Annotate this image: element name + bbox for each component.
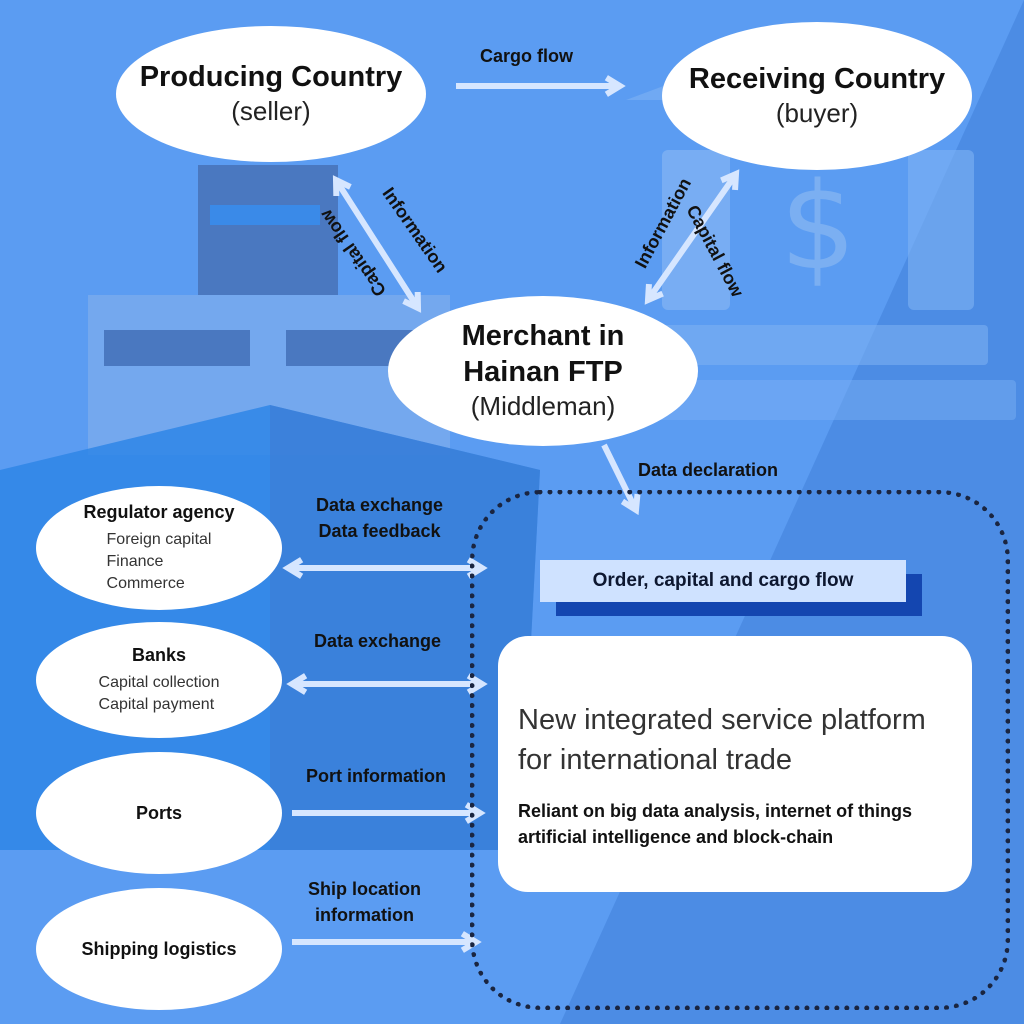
shipping-data-arrow	[292, 931, 482, 953]
producing-merchant-arrow	[332, 175, 422, 313]
data-declaration-arrow	[601, 443, 641, 516]
platform-desc-line1: Reliant on big data analysis, internet o…	[518, 801, 913, 821]
cargo-flow-label: Cargo flow	[480, 46, 573, 66]
regulator-edge-label: Data exchange Data feedback	[316, 492, 443, 544]
platform-title-line2: for international trade	[518, 744, 793, 776]
platform-boundary	[470, 490, 1010, 1010]
regulator-title: Regulator agency	[83, 501, 235, 522]
producing-country-node: Producing Country (seller)	[116, 26, 426, 162]
banks-item: Capital collection	[98, 673, 220, 691]
platform-title-line1: New integrated service platform	[518, 704, 926, 736]
receiving-country-node: Receiving Country (buyer)	[662, 22, 972, 170]
receiving-country-subtitle: (buyer)	[775, 98, 859, 129]
banks-edge-label: Data exchange	[314, 631, 442, 651]
regulator-edge-line1: Data exchange	[316, 495, 444, 515]
data-declaration-label: Data declaration	[638, 460, 779, 480]
banks-node: Banks Capital collection Capital payment	[36, 622, 282, 738]
ports-title: Ports	[135, 802, 182, 823]
platform-desc-line2: artificial intelligence and block-chain	[518, 827, 834, 847]
merchant-subtitle: (Middleman)	[470, 391, 616, 422]
producing-country-subtitle: (seller)	[231, 96, 311, 127]
receiving-merchant-arrow	[644, 169, 740, 305]
banks-title: Banks	[131, 644, 187, 665]
regulator-items: Foreign capital Finance Commerce	[107, 529, 212, 595]
shipping-node: Shipping logistics	[36, 888, 282, 1010]
ports-node: Ports	[36, 752, 282, 874]
platform-card: New integrated service platform for inte…	[498, 636, 972, 892]
receiving-country-title: Receiving Country	[688, 62, 946, 95]
ports-data-arrow	[292, 802, 486, 824]
regulator-item: Foreign capital	[106, 530, 212, 548]
banks-data-arrow	[286, 673, 488, 695]
platform-description: Reliant on big data analysis, internet o…	[518, 798, 954, 850]
ports-edge-label: Port information	[306, 766, 446, 786]
banks-item: Capital payment	[98, 695, 215, 713]
regulator-item: Commerce	[106, 574, 185, 592]
regulator-data-arrow	[282, 557, 488, 579]
shipping-edge-line2: information	[315, 905, 414, 925]
shipping-edge-line1: Ship location	[308, 879, 422, 899]
regulator-item: Finance	[106, 552, 164, 570]
shipping-edge-label: Ship location information	[308, 876, 421, 928]
merchant-title-line1: Merchant in	[461, 319, 625, 352]
flow-banner: Order, capital and cargo flow	[540, 560, 906, 602]
merchant-node: Merchant in Hainan FTP (Middleman)	[388, 296, 698, 446]
banks-items: Capital collection Capital payment	[99, 672, 220, 716]
platform-title: New integrated service platform for inte…	[518, 700, 954, 780]
svg-text:$: $	[780, 158, 856, 297]
cargo-flow-arrow	[456, 75, 626, 97]
producing-country-title: Producing Country	[139, 60, 403, 93]
regulator-edge-line2: Data feedback	[318, 521, 441, 541]
merchant-title-line2: Hainan FTP	[463, 356, 623, 389]
shipping-title: Shipping logistics	[81, 938, 237, 959]
regulator-node: Regulator agency Foreign capital Finance…	[36, 486, 282, 610]
